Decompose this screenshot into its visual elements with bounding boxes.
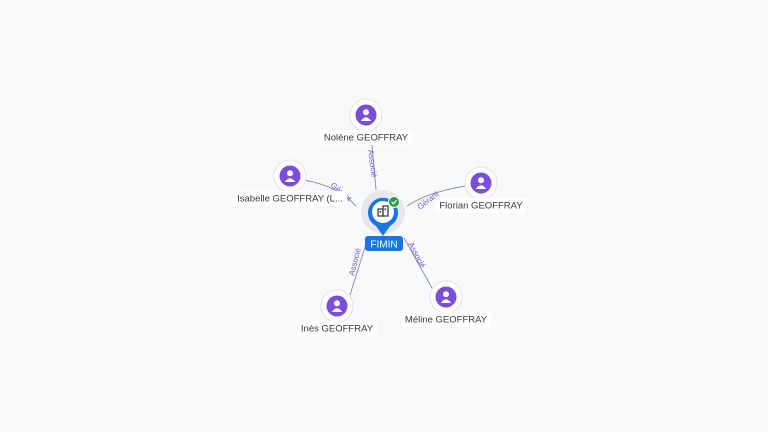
person-icon: [284, 170, 296, 182]
person-name: Florian GEOFFRAY: [439, 201, 523, 212]
person-node-isabelle[interactable]: Isabelle GEOFFRAY (L...: [233, 159, 347, 206]
edge-nolene: [371, 144, 377, 191]
person-icon: [331, 300, 343, 312]
person-node-nolene[interactable]: Nolène GEOFFRAY: [319, 98, 413, 145]
person-node-ines[interactable]: Inès GEOFFRAY: [296, 289, 378, 336]
person-icon: [475, 177, 487, 189]
edge-role-label: Associé: [406, 241, 427, 270]
edge-isabelle: [303, 179, 357, 207]
check-badge-icon: [388, 196, 400, 208]
edge-florian: [406, 185, 467, 207]
person-icon: [360, 109, 372, 121]
people-layer: Nolène GEOFFRAY Isabelle GEOFFRAY (L... Fl…: [233, 98, 527, 336]
person-name: Méline GEOFFRAY: [405, 315, 488, 326]
company-name: FIMIN: [370, 240, 397, 251]
person-name-box: [296, 321, 378, 336]
person-name: Inès GEOFFRAY: [301, 324, 374, 335]
person-name-box: [233, 191, 347, 206]
building-icon: [377, 205, 389, 217]
person-icon: [440, 291, 452, 303]
person-name: Isabelle GEOFFRAY (L...: [237, 194, 343, 205]
edge-meline: [403, 237, 433, 289]
person-name-box: [400, 312, 492, 327]
person-name-box: [319, 130, 413, 145]
edge-ines: [349, 243, 367, 296]
person-node-florian[interactable]: Florian GEOFFRAY: [435, 166, 527, 213]
edge-role-label: Associé: [366, 149, 379, 179]
person-name: Nolène GEOFFRAY: [324, 133, 409, 144]
company-label-box: [365, 236, 403, 251]
company-node[interactable]: FIMIN: [361, 190, 405, 251]
person-node-meline[interactable]: Méline GEOFFRAY: [400, 280, 492, 327]
person-name-box: [435, 198, 527, 213]
